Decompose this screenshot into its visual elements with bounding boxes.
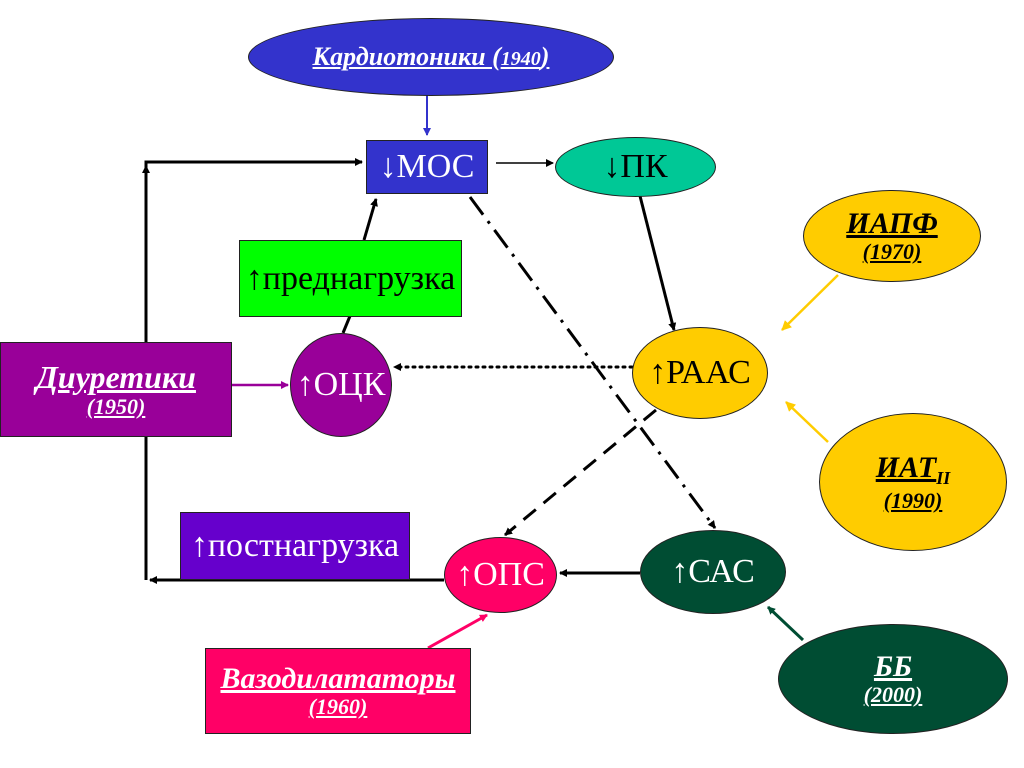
raas-label: РААС: [666, 354, 751, 392]
edge-iat-raas: [785, 401, 829, 443]
ops-label: ОПС: [473, 556, 545, 594]
afterload-label: постнагрузка: [207, 527, 400, 565]
edge-raas-ops: [504, 408, 657, 537]
mos-label: МОС: [396, 148, 475, 186]
iat-subscript: II: [936, 468, 951, 488]
node-vasodilators[interactable]: Вазодилататоры (1960): [205, 648, 471, 734]
iapf-year: (1970): [862, 239, 922, 265]
node-ock[interactable]: ↑ОЦК: [290, 333, 392, 437]
edge-pk-raas: [638, 195, 677, 331]
node-mos[interactable]: ↓МОС: [366, 140, 488, 194]
up-arrow-icon: ↑: [456, 556, 474, 594]
node-preload[interactable]: ↑преднагрузка: [239, 240, 462, 317]
down-arrow-icon: ↓: [603, 148, 621, 186]
vasodilators-year: (1960): [308, 694, 368, 720]
iat-year: (1990): [883, 487, 943, 513]
up-arrow-icon: ↑: [671, 553, 689, 591]
iapf-name: ИАПФ: [846, 207, 938, 241]
ock-label: ОЦК: [313, 366, 386, 404]
node-ops[interactable]: ↑ОПС: [444, 537, 557, 613]
up-arrow-icon: ↑: [649, 354, 667, 392]
edge-preload-mos: [362, 198, 378, 241]
up-arrow-icon: ↑: [296, 366, 314, 404]
edge-diuretics-mos: [144, 158, 363, 342]
node-iat[interactable]: ИАТII (1990): [819, 413, 1007, 551]
bb-name: ББ: [873, 650, 913, 684]
node-pk[interactable]: ↓ПК: [555, 137, 716, 197]
node-sas[interactable]: ↑САС: [640, 530, 786, 614]
cardiotonics-close: ): [540, 41, 550, 71]
node-iapf[interactable]: ИАПФ (1970): [803, 190, 981, 282]
up-arrow-icon: ↑: [190, 527, 208, 565]
node-bb[interactable]: ББ (2000): [778, 624, 1008, 734]
vasodilators-name: Вазодилататоры: [220, 662, 456, 696]
iat-name: ИАТ: [875, 451, 937, 484]
diuretics-year: (1950): [86, 394, 146, 419]
node-afterload[interactable]: ↑постнагрузка: [180, 512, 410, 580]
node-cardiotonics[interactable]: Кардиотоники (1940): [248, 18, 614, 96]
edge-iapf-raas: [781, 274, 839, 331]
cardiotonics-name: Кардиотоники (: [312, 41, 501, 71]
bb-year: (2000): [863, 682, 923, 708]
up-arrow-icon: ↑: [245, 259, 263, 297]
down-arrow-icon: ↓: [379, 148, 397, 186]
preload-label: преднагрузка: [262, 259, 456, 297]
edge-vasodilators-ops: [427, 613, 488, 650]
sas-label: САС: [688, 553, 755, 591]
diuretics-name: Диуретики: [36, 358, 196, 395]
pk-label: ПК: [620, 148, 668, 186]
node-diuretics[interactable]: Диуретики (1950): [0, 342, 232, 437]
node-raas[interactable]: ↑РААС: [632, 327, 768, 419]
edge-mos-sas: [468, 196, 717, 529]
edge-ock-preload: [341, 315, 352, 334]
edge-bb-sas: [766, 605, 805, 642]
cardiotonics-year: 1940: [500, 47, 541, 70]
